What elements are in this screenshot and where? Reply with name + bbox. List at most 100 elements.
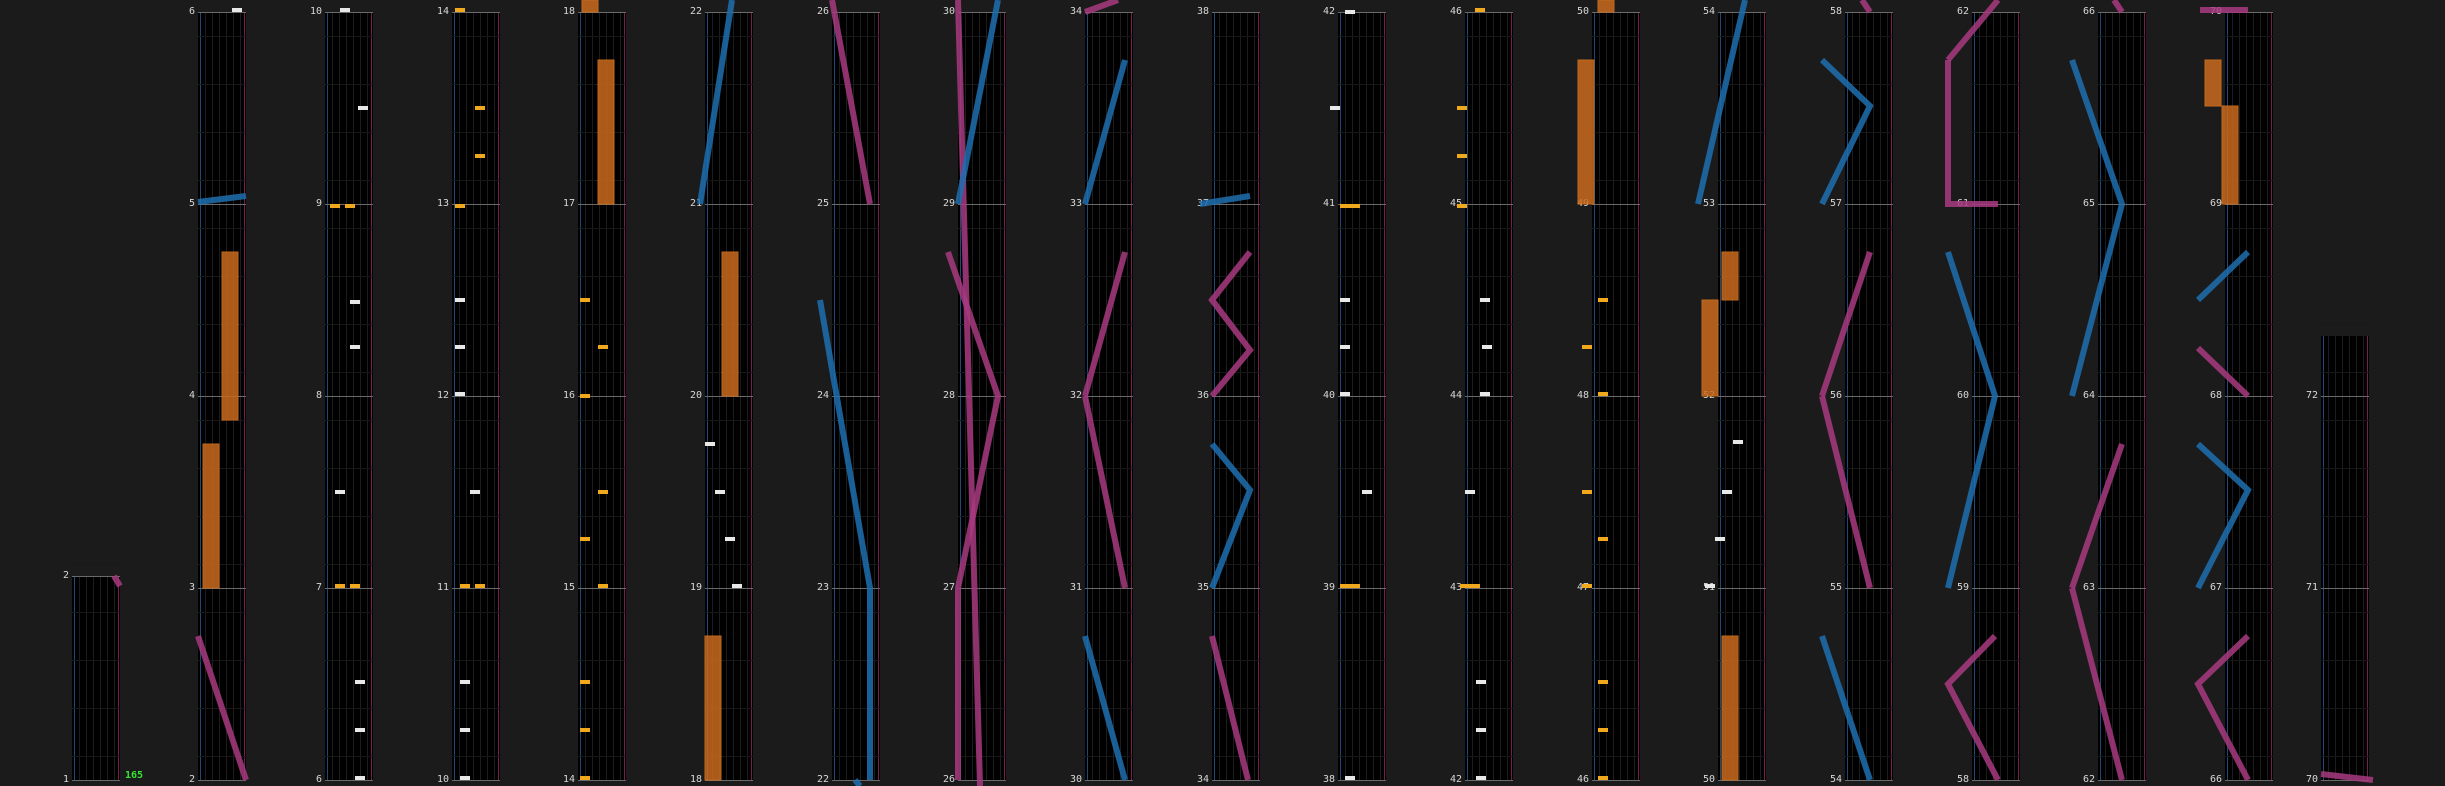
beat-line [832,84,880,85]
beat-line [578,228,626,229]
beat-line [1338,420,1386,421]
beat-line [325,372,373,373]
beat-line [1845,324,1893,325]
measure-line [1592,780,1640,781]
beat-line [452,180,500,181]
beat-line [1845,420,1893,421]
measure-number: 50 [1702,774,1715,785]
beat-line [2321,516,2369,517]
measure-line [832,396,880,397]
beat-line [2321,708,2369,709]
beat-line [1972,756,2020,757]
long-note [221,251,239,421]
beat-line [452,756,500,757]
beat-line [832,180,880,181]
beat-line [1085,660,1133,661]
note [335,584,345,588]
beat-line [1718,84,1766,85]
beat-line [705,180,753,181]
measure-number: 21 [689,198,702,209]
beat-line [1465,180,1513,181]
measure-number: 68 [2209,390,2222,401]
scratch-line [1945,251,1999,589]
measure-number: 58 [1956,774,1969,785]
beat-line [1212,36,1260,37]
beat-line [1338,36,1386,37]
scratch-line [817,299,873,780]
scratch-line [1199,193,1251,207]
measure-number: 5 [188,198,195,209]
beat-line [1972,420,2020,421]
note [340,8,350,12]
beat-line [1465,468,1513,469]
measure-line [2321,780,2369,781]
lane [2321,336,2369,780]
note [1598,680,1608,684]
scratch-line [1082,635,1128,781]
note [1362,490,1372,494]
scratch-line [1083,0,1120,15]
measure-line [72,576,120,577]
scratch-line [1082,59,1128,205]
measure-line [958,588,1006,589]
measure-number: 1 [62,774,69,785]
measure-number: 56 [1829,390,1842,401]
beat-line [1718,132,1766,133]
beat-line [1465,324,1513,325]
beat-line [452,708,500,709]
scratch-line [1945,60,1998,207]
lane-grid-line [93,576,94,780]
beat-line [1085,372,1133,373]
scratch-line [1819,635,1873,781]
beat-line [198,516,246,517]
beat-line [1972,36,2020,37]
beat-line [1972,324,2020,325]
beat-line [1972,372,2020,373]
scratch-line [1819,57,1874,206]
beat-line [325,420,373,421]
beat-line [1085,180,1133,181]
beat-line [1338,276,1386,277]
beat-line [198,228,246,229]
beat-line [72,708,120,709]
beat-line [1338,612,1386,613]
measure-number: 48 [1576,390,1589,401]
beat-line [2098,132,2146,133]
beat-line [705,660,753,661]
beat-line [1338,756,1386,757]
beat-line [578,36,626,37]
measure-line [1972,588,2020,589]
measure-line [1972,12,2020,13]
lane-grid-line [114,576,115,780]
measure-number: 65 [2082,198,2095,209]
measure-line [958,12,1006,13]
beat-line [1972,180,2020,181]
beat-line [578,756,626,757]
measure-line [452,588,500,589]
beat-line [832,756,880,757]
measure-number: 29 [942,198,955,209]
measure-number: 50 [1576,6,1589,17]
measure-line [1465,780,1513,781]
measure-line [1338,588,1386,589]
measure-number: 7 [315,582,322,593]
measure-line [578,396,626,397]
beat-line [832,468,880,469]
beat-line [1845,276,1893,277]
measure-number: 33 [1069,198,1082,209]
measure-line [2321,396,2369,397]
beat-line [1085,36,1133,37]
beat-line [1592,708,1640,709]
beat-line [1845,516,1893,517]
beat-line [1845,756,1893,757]
beat-line [1718,612,1766,613]
measure-line [1465,204,1513,205]
long-note [1721,251,1739,301]
long-note [1577,59,1595,205]
beat-line [198,84,246,85]
measure-line [705,204,753,205]
beat-line [2098,708,2146,709]
beat-line [1592,372,1640,373]
lane-right-edge [118,576,119,780]
beat-line [1338,180,1386,181]
